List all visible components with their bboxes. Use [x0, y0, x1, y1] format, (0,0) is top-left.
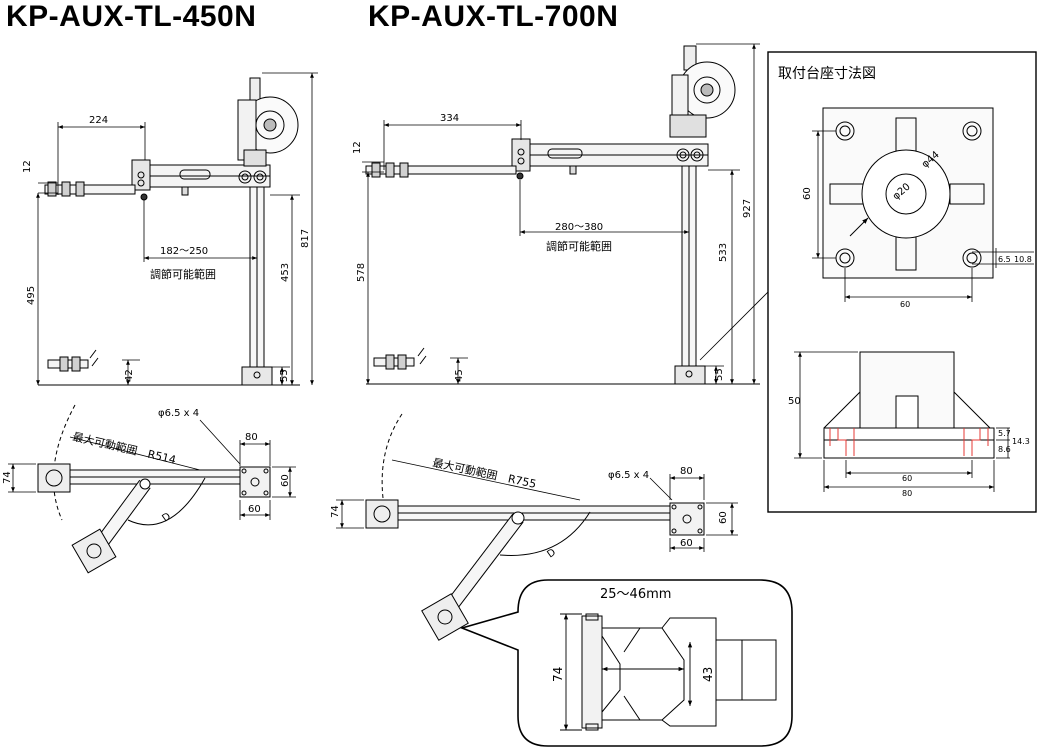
dim-60-bottom-450: 60	[248, 504, 261, 515]
side-view-700	[365, 45, 760, 385]
base-dim-60-left: 60	[802, 187, 813, 200]
model-title-450: KP-AUX-TL-450N	[6, 0, 257, 33]
hole-note-450: φ6.5 x 4	[158, 408, 199, 419]
base-dim-8-6: 8.6	[998, 445, 1011, 454]
reach-caption-700: 最大可動範囲 R755	[431, 455, 537, 491]
base-dim-10-8: 10.8	[1014, 255, 1032, 264]
base-dim-14-3: 14.3	[1012, 437, 1030, 446]
dim-453: 453	[280, 263, 291, 282]
clamp-range: 25〜46mm	[600, 587, 671, 602]
base-dim-80-side: 80	[902, 489, 912, 498]
dim-60-bottom-700: 60	[680, 538, 693, 549]
dim-74-700: 74	[330, 505, 341, 518]
model-title-700: KP-AUX-TL-700N	[368, 0, 619, 33]
dim-42: 42	[124, 369, 135, 382]
clamp-dim-43: 43	[701, 667, 715, 682]
base-dim-60-side: 60	[902, 474, 912, 483]
dim-12-700: 12	[352, 141, 363, 154]
dim-60-side-450: 60	[280, 474, 291, 487]
dim-495: 495	[26, 286, 37, 305]
base-dim-60-bottom: 60	[900, 300, 910, 309]
base-panel: 取付台座寸法図 60 φ44 φ	[767, 51, 1037, 513]
dimensions-450	[36, 72, 318, 385]
dim-45: 45	[454, 369, 465, 382]
base-dim-5-7: 5.7	[998, 429, 1011, 438]
dim-55-700: 55	[714, 368, 725, 381]
dim-range-700: 280〜380	[555, 222, 603, 233]
top-view-700	[365, 413, 705, 641]
range-caption-700: 調節可能範囲	[546, 239, 612, 253]
base-panel-title: 取付台座寸法図	[778, 66, 876, 82]
top-view-450	[37, 404, 271, 574]
dim-533: 533	[718, 243, 729, 262]
dim-334: 334	[440, 113, 459, 124]
clamp-callout	[459, 579, 793, 747]
top-view-450-dims	[8, 419, 296, 520]
dimension-labels-700: 334 12 578 927 533 280〜380 調節可能範囲 45 55	[352, 113, 753, 382]
dim-817: 817	[300, 229, 311, 248]
dim-60-side-700: 60	[718, 511, 729, 524]
top-view-700-dims	[336, 474, 738, 552]
dim-80-450: 80	[245, 432, 258, 443]
base-dim-6-5: 6.5	[998, 255, 1011, 264]
dim-224: 224	[89, 115, 108, 126]
dim-927: 927	[742, 199, 753, 218]
dim-55-450: 55	[279, 369, 290, 382]
dim-12-450: 12	[22, 160, 33, 173]
range-caption-450: 調節可能範囲	[150, 267, 216, 281]
dim-578: 578	[356, 263, 367, 282]
dimension-labels-450: 224 12 495 817 453 182〜250 調節可能範囲 42 55	[22, 115, 311, 382]
angle-label-700: D	[545, 547, 558, 561]
clamp-callout-labels: 25〜46mm 74 43	[551, 587, 715, 682]
base-dim-50: 50	[788, 396, 801, 407]
dimensions-700	[362, 43, 781, 384]
side-view-450	[38, 77, 300, 386]
dim-80-700: 80	[680, 466, 693, 477]
reach-caption-450: 最大可動範囲 R514	[71, 429, 177, 466]
hole-note-700: φ6.5 x 4	[608, 470, 649, 481]
clamp-dim-74: 74	[551, 667, 565, 682]
dim-range-450: 182〜250	[160, 246, 208, 257]
dim-74-450: 74	[2, 471, 13, 484]
